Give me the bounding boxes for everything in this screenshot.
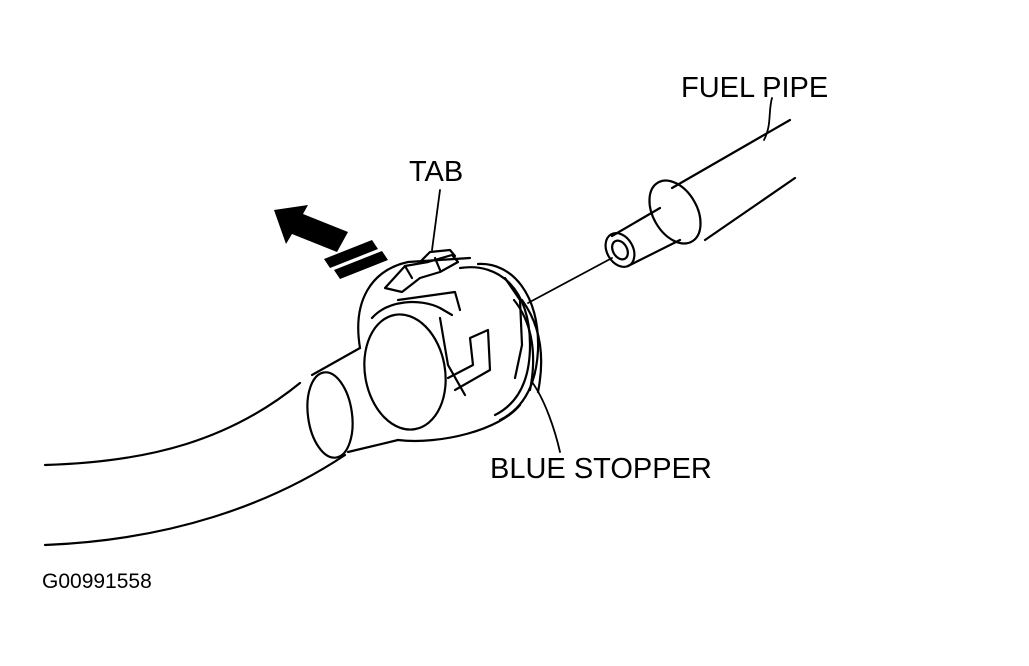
fuel-pipe	[604, 118, 797, 268]
tab-leader	[431, 189, 441, 251]
tab-label: TAB	[409, 156, 464, 188]
hose-collar	[306, 346, 400, 459]
fuel-pipe-label: FUEL PIPE	[681, 72, 829, 104]
fuel-hose	[43, 381, 347, 547]
tab-clip	[383, 248, 462, 312]
push-direction-arrow-icon	[274, 205, 388, 279]
fuel-pipe-leader	[763, 97, 773, 141]
quick-connector-body	[357, 256, 540, 442]
blue-stopper-label: BLUE STOPPER	[490, 453, 712, 485]
leader-lines	[431, 97, 773, 453]
alignment-centerline	[527, 257, 613, 304]
blue-stopper-ring	[512, 298, 543, 394]
blue-stopper-leader	[531, 381, 561, 453]
figure-code: G00991558	[42, 570, 152, 593]
